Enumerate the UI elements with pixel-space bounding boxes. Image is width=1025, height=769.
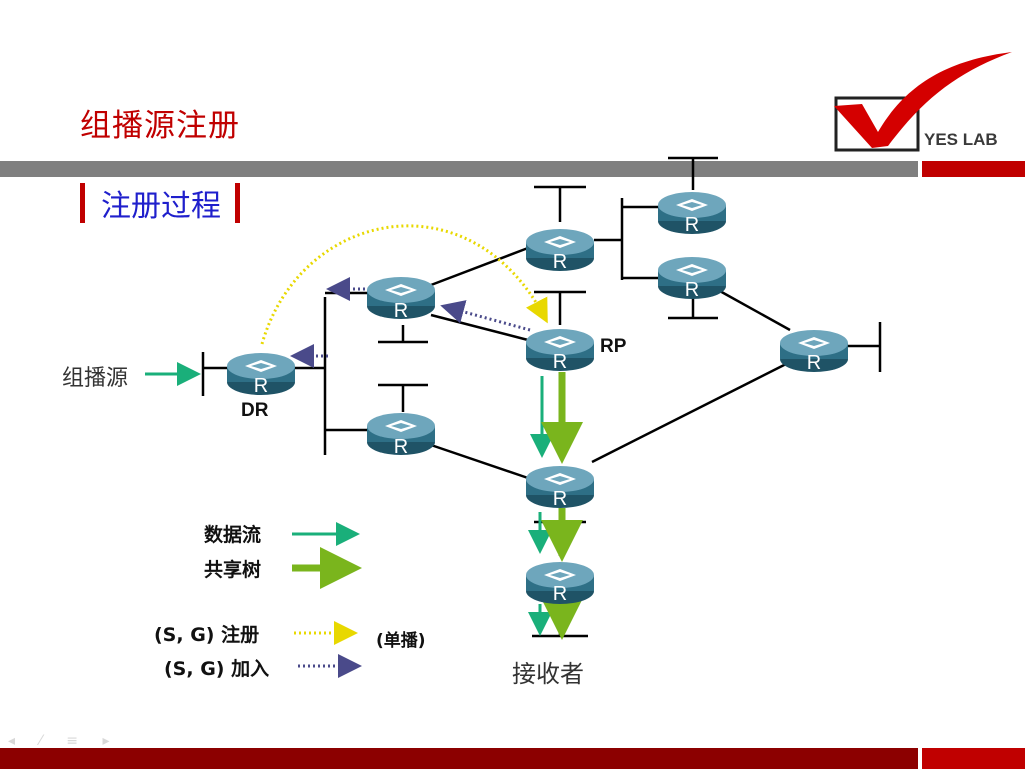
slide-nav-icons[interactable]: ◂ ⁄ ≡ ▸ — [8, 733, 120, 749]
rp-label: RP — [600, 336, 627, 357]
logo-text: YES LAB — [924, 130, 998, 149]
router-label: R — [553, 488, 567, 510]
router-label: R — [807, 352, 821, 374]
legend-shared-tree-label: 共享树 — [204, 559, 262, 581]
dr-label: DR — [241, 400, 269, 421]
heading-bar-left — [80, 183, 85, 223]
page-title: 组播源注册 — [80, 108, 240, 144]
footer-bar-accent — [922, 748, 1025, 769]
router-label: R — [553, 583, 567, 605]
router-label: R — [553, 351, 567, 373]
header-divider-accent — [922, 161, 1025, 177]
router-label: R — [394, 436, 408, 458]
legend-join-label: (S, G) 加入 — [164, 658, 270, 680]
receiver-label: 接收者 — [512, 660, 584, 688]
router-label: R — [553, 251, 567, 273]
check-mark-logo-icon — [834, 52, 1012, 152]
data-flow-arrows — [145, 362, 554, 636]
router-label: R — [254, 375, 268, 397]
section-title: 注册过程 — [101, 189, 221, 224]
legend-register-label: (S, G) 注册 — [154, 624, 260, 646]
source-label: 组播源 — [62, 366, 129, 391]
router-label: R — [685, 214, 699, 236]
footer-bar — [0, 748, 918, 769]
header-divider — [0, 161, 918, 177]
heading-bar-right — [235, 183, 240, 223]
section-heading: 注册过程 — [80, 182, 240, 224]
join-arrows — [290, 277, 531, 368]
router-label: R — [685, 279, 699, 301]
legend-data-flow-label: 数据流 — [204, 524, 262, 546]
router-label: R — [394, 300, 408, 322]
legend-unicast-note: (单播) — [376, 631, 426, 651]
